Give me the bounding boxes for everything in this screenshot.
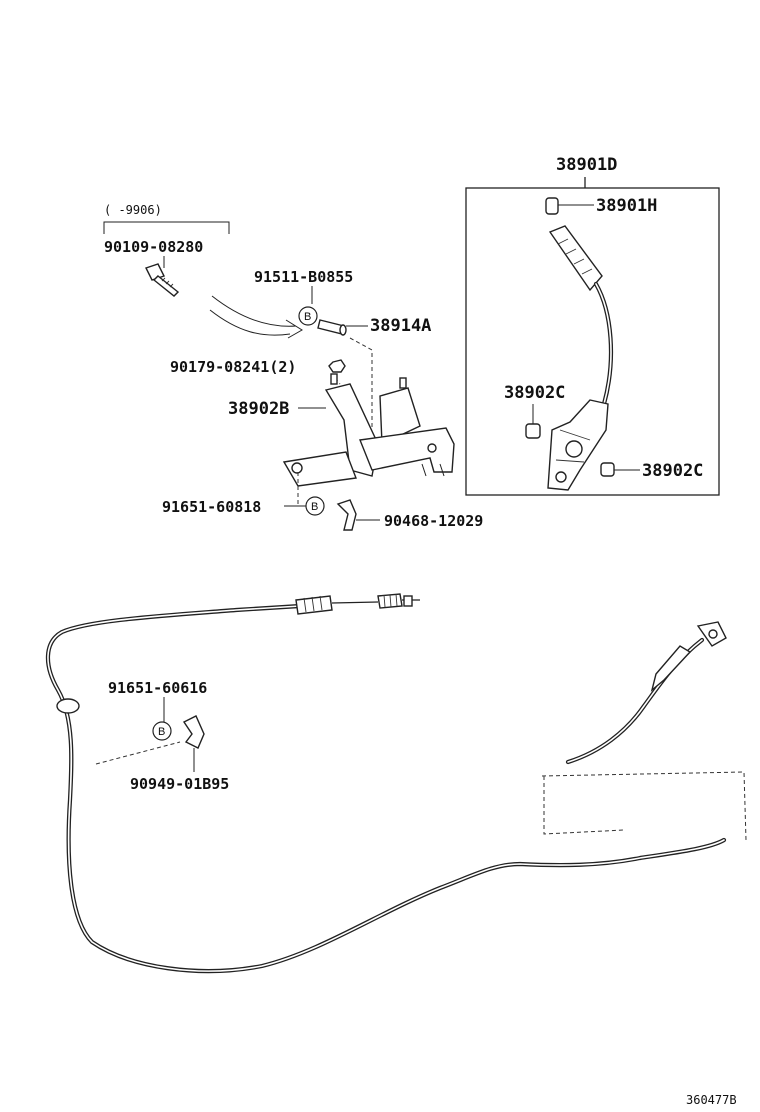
mark-b-2-text: B xyxy=(311,501,318,513)
label-38902C-right: 38902C xyxy=(642,461,703,481)
label-90179-08241: 90179-08241(2) xyxy=(170,358,296,376)
mark-b-1 xyxy=(298,306,318,326)
label-91651-60818: 91651-60818 xyxy=(162,498,261,516)
lever-pivot xyxy=(565,440,583,458)
label-91651-60616: 91651-60616 xyxy=(108,679,207,697)
mark-b-3-text: B xyxy=(158,726,165,738)
cable-end-fitting xyxy=(295,595,333,615)
bracket-assembly: ( -9906) 90109-08280 91511-B0855 B 38914… xyxy=(103,203,483,531)
bracket-38902B xyxy=(282,373,455,487)
clamp-90949 xyxy=(182,715,205,749)
illustration-code: 360477B xyxy=(686,1093,737,1107)
handle-grip xyxy=(548,225,603,292)
direction-arrow xyxy=(211,295,297,327)
cable-assembly: 91651-60616 B 90949-01B95 xyxy=(45,593,747,974)
mark-b-3 xyxy=(152,721,172,741)
mark-b-1-text: B xyxy=(304,311,311,323)
label-38901D: 38901D xyxy=(556,155,617,175)
date-range-bracket xyxy=(103,221,230,234)
nut-90179 xyxy=(328,359,346,373)
cap-38901H xyxy=(545,197,559,215)
pin-path xyxy=(349,337,373,430)
bushing-38902C-left xyxy=(525,423,541,439)
cable-grommet xyxy=(56,698,80,714)
mark-b-2 xyxy=(305,496,325,516)
cable-inner-wire xyxy=(331,601,379,604)
label-38902B: 38902B xyxy=(228,399,289,419)
label-91511-B0855: 91511-B0855 xyxy=(254,268,353,286)
label-38902C-left: 38902C xyxy=(504,383,565,403)
bushing-38902C-right xyxy=(600,462,615,477)
label-date-range: ( -9906) xyxy=(104,203,162,217)
handle-assembly-inset: 38901D 38901H 38902C 38902C xyxy=(465,155,720,496)
bolt-90109 xyxy=(145,263,180,297)
rear-cable-fitting xyxy=(650,645,692,692)
label-38901H: 38901H xyxy=(596,196,657,216)
grip-ridges xyxy=(557,238,593,275)
reference-outline xyxy=(541,771,747,841)
label-38914A: 38914A xyxy=(370,316,431,336)
label-90109-08280: 90109-08280 xyxy=(104,238,203,256)
label-90468-12029: 90468-12029 xyxy=(384,512,483,530)
label-90949-01B95: 90949-01B95 xyxy=(130,775,229,793)
inset-frame xyxy=(465,187,720,496)
clip-90468 xyxy=(336,499,357,531)
clamp-position xyxy=(95,741,181,765)
